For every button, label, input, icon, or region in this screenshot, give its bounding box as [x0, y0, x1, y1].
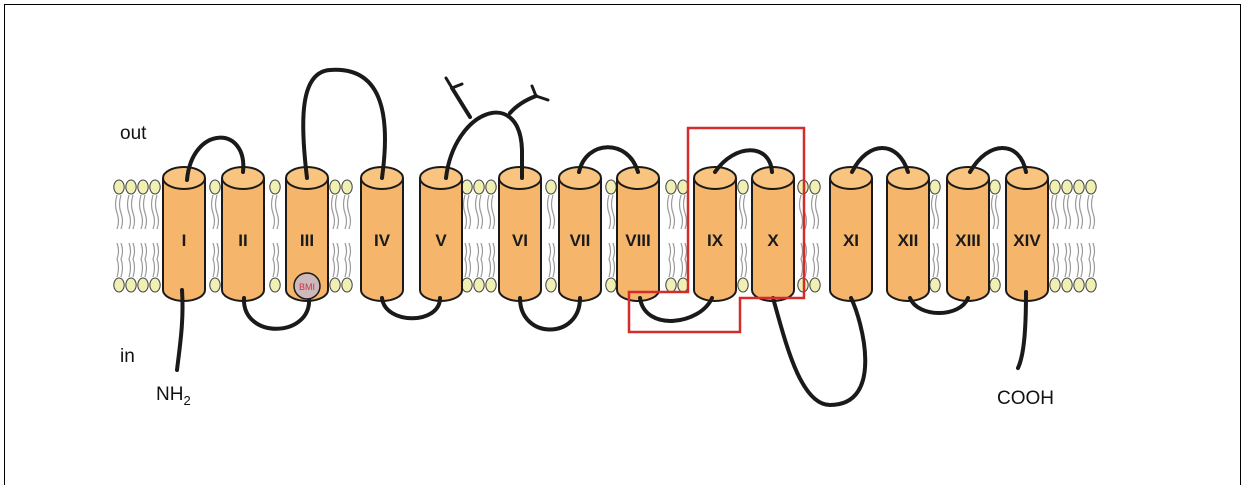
helix-label-xiv: XIV [1013, 231, 1041, 250]
helix-label-iii: III [300, 231, 314, 250]
lipid-molecule [210, 180, 220, 292]
lipid-molecule [114, 180, 124, 292]
helix-label-v: V [435, 231, 447, 250]
lipid-molecule [678, 180, 688, 292]
helix-xiv: XIV [1006, 167, 1048, 301]
helix-label-viii: VIII [625, 231, 651, 250]
lipid-molecule [126, 180, 136, 292]
lipid-molecule [462, 180, 472, 292]
lipid-molecule [666, 180, 676, 292]
glyco-stem-left [452, 88, 470, 117]
lipid-molecule [546, 180, 556, 292]
label-out: out [120, 123, 146, 145]
c-terminal-tail [1018, 292, 1026, 368]
helix-xiii: XIII [947, 167, 989, 301]
lipid-molecule [990, 180, 1000, 292]
helix-label-iv: IV [374, 231, 391, 250]
label-nh2: NH2 [156, 384, 191, 408]
helix-iv: IV [361, 167, 403, 301]
lipid-molecule [270, 180, 280, 292]
loop-ii-iii [244, 298, 309, 329]
lipid-molecule [342, 180, 352, 292]
helix-label-xii: XII [898, 231, 919, 250]
label-cooh: COOH [997, 388, 1054, 410]
lipid-molecule [1062, 180, 1072, 292]
loop-x-xi [773, 298, 865, 405]
helix-xi: XI [830, 167, 872, 301]
helix-label-vii: VII [570, 231, 591, 250]
label-nh2-sub: 2 [183, 393, 190, 408]
helix-label-x: X [767, 231, 779, 250]
bmi-marker-label: BMI [299, 282, 315, 292]
helix-ii: II [222, 167, 264, 301]
loop-vi-vii [520, 298, 580, 330]
lipid-molecule [474, 180, 484, 292]
n-terminal-tail [177, 290, 183, 370]
lipid-molecule [1086, 180, 1096, 292]
glyco-stem-right [510, 96, 536, 113]
helix-i: I [163, 167, 205, 301]
lipid-molecule [930, 180, 940, 292]
label-nh2-text: NH [156, 384, 183, 405]
helix-label-ix: IX [707, 231, 724, 250]
helix-label-ii: II [238, 231, 247, 250]
helix-label-xiii: XIII [955, 231, 981, 250]
label-in: in [120, 346, 135, 368]
lipid-molecule [1050, 180, 1060, 292]
lipid-molecule [138, 180, 148, 292]
lipid-molecule [486, 180, 496, 292]
bmi-marker: BMI [294, 273, 320, 299]
lipid-molecule [810, 180, 820, 292]
helix-label-xi: XI [843, 231, 859, 250]
helix-label-vi: VI [512, 231, 528, 250]
lipid-molecule [606, 180, 616, 292]
helix-ix: IX [694, 167, 736, 301]
lipid-molecule [738, 180, 748, 292]
helix-xii: XII [887, 167, 929, 301]
lipid-molecule [1074, 180, 1084, 292]
helix-v: V [420, 167, 462, 301]
helix-x: X [752, 167, 794, 301]
lipid-molecule [150, 180, 160, 292]
helix-vi: VI [499, 167, 541, 301]
loop-iii-iv [303, 70, 385, 178]
helix-label-i: I [182, 231, 187, 250]
helix-viii: VIII [617, 167, 659, 301]
lipid-molecule [330, 180, 340, 292]
helix-vii: VII [559, 167, 601, 301]
loop-viii-ix [640, 298, 712, 321]
